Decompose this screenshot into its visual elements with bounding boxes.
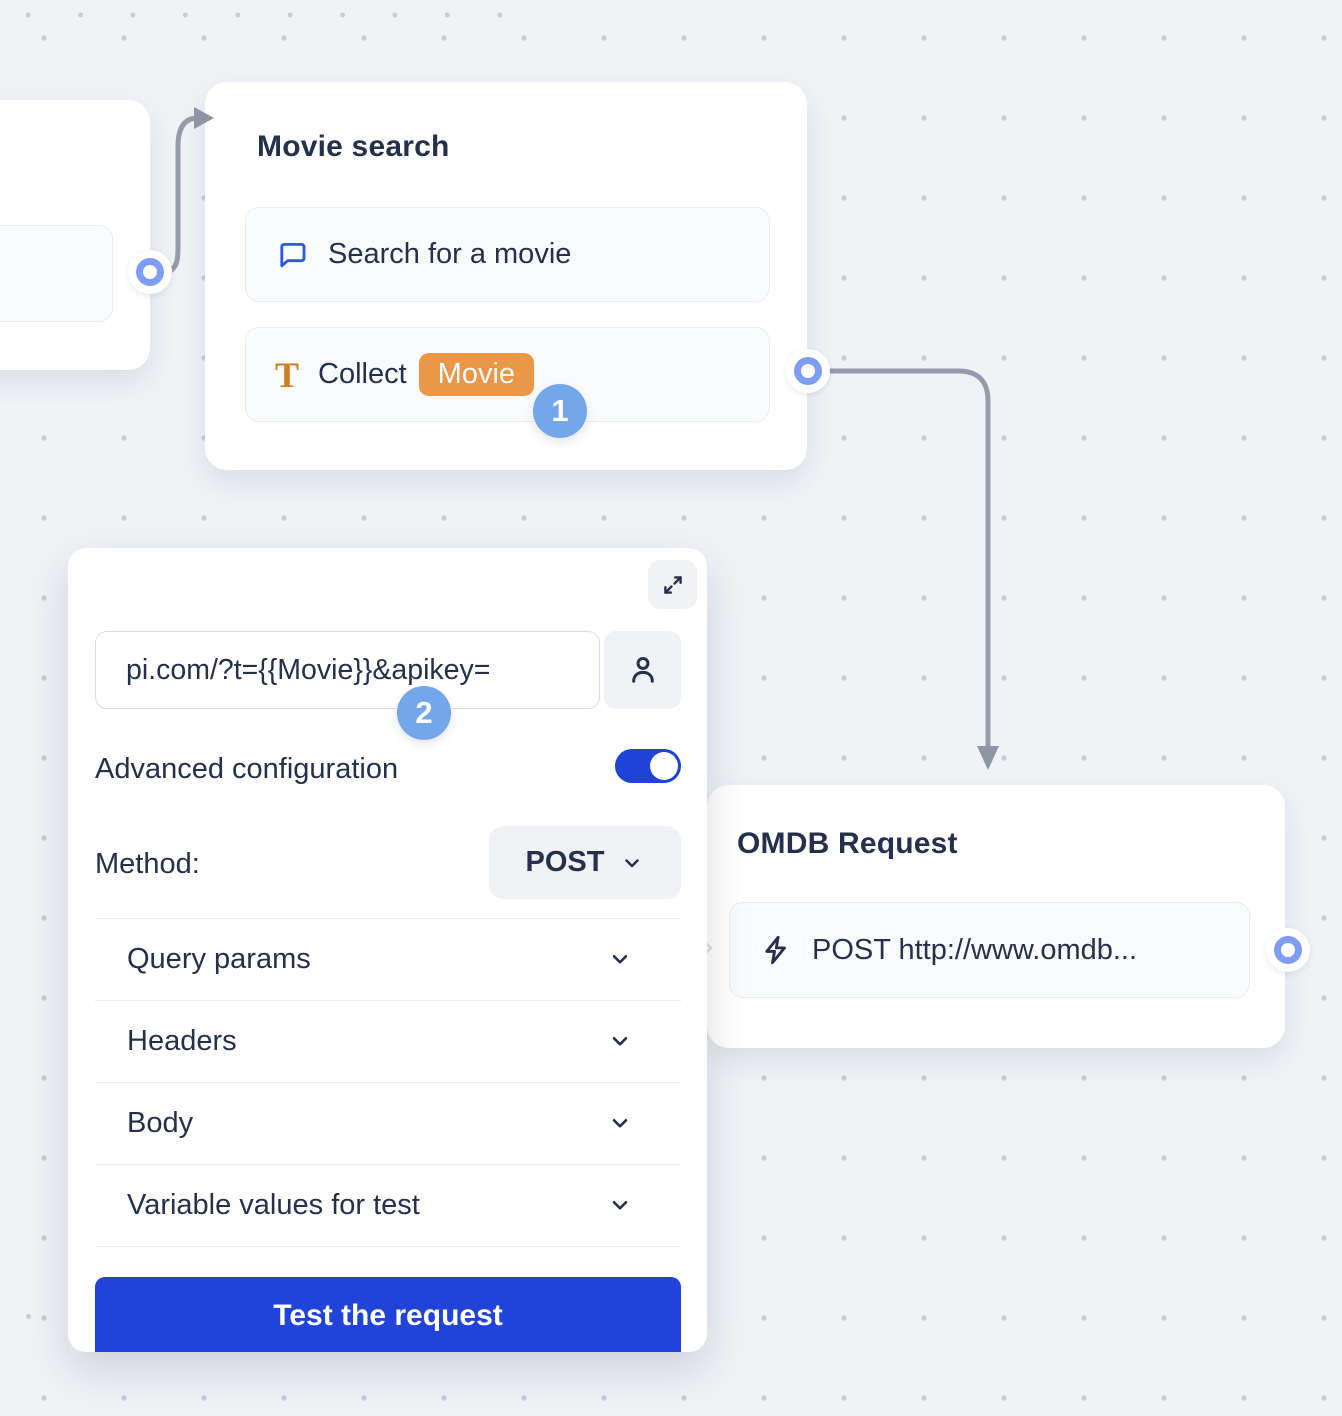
divider [95,1000,681,1001]
toggle-knob [650,752,678,780]
advanced-configuration-label: Advanced configuration [95,753,399,785]
divider [95,1246,681,1247]
lightning-icon [759,933,793,967]
node-item-send-message[interactable]: Search for a movie [245,207,770,302]
expand-button[interactable] [648,560,697,609]
chevron-down-icon [607,1110,633,1136]
test-request-button[interactable]: Test the request [95,1277,681,1352]
node-item-label: POST http://www.omdb... [812,933,1138,966]
person-icon [625,652,661,688]
url-input[interactable] [95,631,600,709]
node-item-label: Search for a movie [328,238,572,270]
method-label: Method: [95,848,200,880]
divider [95,918,681,919]
section-variable-values[interactable]: Variable values for test [95,1175,681,1235]
node-movie-search[interactable]: Movie search Search for a movie T Collec… [205,82,807,470]
divider [95,1082,681,1083]
webhook-config-panel: Advanced configuration Method: POST Quer… [68,548,707,1352]
section-body[interactable]: Body [95,1093,681,1153]
chevron-down-icon [607,946,633,972]
divider [95,1164,681,1165]
node-title: OMDB Request [737,827,958,860]
partial-node-item[interactable] [0,225,113,322]
node-omdb-request[interactable]: OMDB Request POST http://www.omdb... [707,785,1285,1048]
node-title: Movie search [257,130,450,163]
variable-chip: Movie [418,353,535,396]
output-port[interactable] [786,349,830,393]
canvas-dot-grid-dense [0,0,522,30]
method-value: POST [525,846,605,878]
section-headers[interactable]: Headers [95,1011,681,1071]
expand-icon [660,572,686,598]
output-port[interactable] [1266,928,1310,972]
chevron-down-icon [607,1028,633,1054]
section-query-params[interactable]: Query params [95,929,681,989]
variables-button[interactable] [604,631,681,709]
chevron-down-icon [620,851,644,875]
method-select[interactable]: POST [489,826,681,899]
advanced-configuration-toggle[interactable] [615,749,681,783]
step-badge-2: 2 [397,686,451,740]
canvas-dot [26,1314,31,1319]
node-item-webhook[interactable]: POST http://www.omdb... [729,902,1250,998]
step-badge-1: 1 [533,384,587,438]
chat-bubble-icon [275,238,309,272]
text-t-icon: T [275,354,300,395]
chevron-down-icon [607,1192,633,1218]
output-port[interactable] [128,250,172,294]
